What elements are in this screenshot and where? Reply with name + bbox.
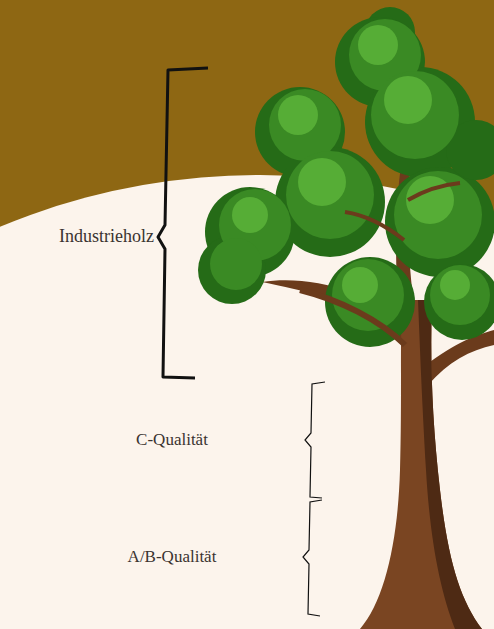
bracket [158, 68, 208, 378]
bracket [303, 500, 322, 616]
part-label: Industrieholz [59, 226, 154, 248]
bracket [305, 382, 325, 498]
part-label: A/B-Qualität [128, 547, 217, 567]
part-label: C-Qualität [136, 430, 208, 450]
tree [198, 7, 494, 629]
